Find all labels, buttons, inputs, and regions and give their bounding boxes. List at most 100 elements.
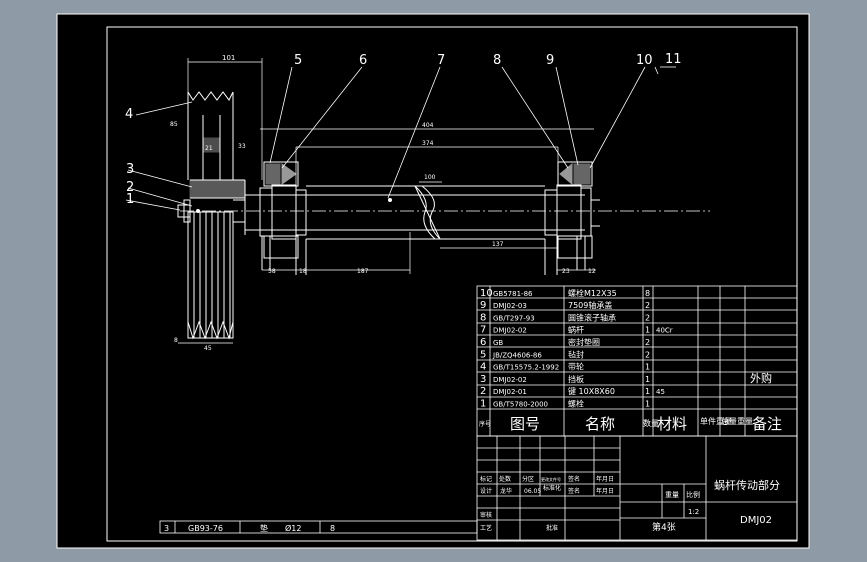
bom-cell-no: 8 bbox=[480, 312, 486, 323]
bom-header-seq: 序号 bbox=[479, 420, 491, 428]
bom-cell-no: 3 bbox=[480, 374, 486, 385]
bom-header-total-weight: 总量重量 bbox=[721, 416, 753, 426]
balloon-8: 8 bbox=[493, 53, 501, 68]
balloon-10: 10 bbox=[636, 53, 653, 68]
bom-cell-code: GB bbox=[493, 339, 503, 347]
drawing-frame bbox=[106, 26, 798, 542]
bom-cell-code: DMJ02-02 bbox=[493, 327, 527, 335]
dim-58: 58 bbox=[268, 268, 276, 275]
tb-count: 处数 bbox=[499, 475, 511, 483]
dim-404: 404 bbox=[422, 122, 434, 129]
balloon-4: 4 bbox=[125, 107, 133, 122]
bottom-row-qty: 8 bbox=[330, 524, 335, 533]
bom-cell-code: DMJ02-01 bbox=[493, 388, 527, 396]
tb-title: 蜗杆传动部分 bbox=[714, 478, 780, 492]
bom-cell-no: 6 bbox=[480, 337, 486, 348]
bom-table-grid bbox=[476, 285, 798, 437]
shaft-center-point bbox=[388, 198, 392, 202]
balloon-9: 9 bbox=[546, 53, 554, 68]
bom-cell-code: GB/T15575.2-1992 bbox=[493, 364, 559, 372]
tb-std: 标准化 bbox=[543, 484, 561, 492]
bom-cell-no: 10 bbox=[480, 288, 493, 299]
dim-8: 8 bbox=[174, 337, 178, 344]
bom-cell-material: 45 bbox=[656, 388, 665, 396]
dim-21: 21 bbox=[205, 145, 213, 152]
dim-12: 12 bbox=[588, 268, 596, 275]
tb-design: 设计 bbox=[480, 487, 492, 495]
tb-process: 工艺 bbox=[480, 524, 492, 532]
bom-cell-qty: 1 bbox=[645, 326, 650, 335]
bom-cell-no: 5 bbox=[480, 349, 486, 360]
balloon-1: 1 bbox=[126, 192, 134, 207]
bom-cell-code: GB5781-86 bbox=[493, 290, 533, 298]
tb-weight: 重量 bbox=[665, 491, 679, 499]
dim-45: 45 bbox=[204, 345, 212, 352]
bom-cell-note: 外购 bbox=[750, 371, 772, 385]
bom-cell-qty: 1 bbox=[645, 375, 650, 384]
tb-scale: 1:2 bbox=[688, 508, 699, 516]
left-bearing-seal bbox=[263, 161, 299, 259]
tb-sign: 签名 bbox=[568, 475, 580, 483]
tb-review: 审核 bbox=[480, 511, 492, 519]
pulley-center-point bbox=[196, 209, 200, 213]
bottom-row-code: GB93-76 bbox=[188, 524, 223, 533]
bom-cell-material: 40Cr bbox=[656, 327, 673, 335]
bom-cell-no: 1 bbox=[480, 399, 486, 410]
bom-cell-qty: 2 bbox=[645, 301, 650, 310]
tb-zone: 分区 bbox=[522, 475, 534, 483]
sheet-background bbox=[56, 13, 810, 549]
tb-sheet: 第4张 bbox=[652, 521, 676, 533]
bom-cell-code: DMJ02-03 bbox=[493, 302, 527, 310]
balloon-5: 5 bbox=[294, 53, 302, 68]
bom-cell-no: 2 bbox=[480, 386, 486, 397]
bom-cell-name: 带轮 bbox=[568, 362, 584, 372]
bom-cell-name: 毡封 bbox=[568, 349, 584, 359]
dim-23: 23 bbox=[562, 268, 570, 275]
bottom-row-spec: Ø12 bbox=[285, 523, 301, 533]
dim-33: 33 bbox=[238, 143, 246, 150]
bom-cell-name: 螺栓M12X35 bbox=[568, 288, 617, 298]
bom-header-qty: 数量 bbox=[643, 418, 659, 428]
title-block-grid bbox=[476, 435, 798, 541]
bom-cell-name: 螺栓 bbox=[568, 399, 584, 409]
tb-sign2: 签名 bbox=[568, 487, 580, 495]
balloon-leaders bbox=[125, 66, 676, 211]
tb-date2: 年月日 bbox=[596, 487, 614, 495]
bom-cell-no: 4 bbox=[480, 362, 486, 373]
bom-cell-code: GB/T297-93 bbox=[493, 314, 535, 322]
bom-cell-qty: 2 bbox=[645, 338, 650, 347]
bom-cell-name: 圆锥滚子轴承 bbox=[568, 312, 616, 322]
bom-cell-name: 密封垫圈 bbox=[568, 337, 600, 347]
tb-designer: 龙华 bbox=[500, 487, 512, 495]
bom-cell-name: 键 10X8X60 bbox=[568, 386, 615, 396]
pulley-assembly bbox=[177, 91, 246, 340]
bom-cell-code: JB/ZQ4606-86 bbox=[492, 351, 542, 359]
tb-stamp: 06.05 bbox=[524, 488, 541, 495]
balloon-6: 6 bbox=[359, 53, 367, 68]
bom-cell-qty: 1 bbox=[645, 400, 650, 409]
bom-cell-no: 7 bbox=[480, 325, 486, 336]
bottom-row-grid bbox=[159, 520, 478, 534]
balloon-2: 2 bbox=[126, 180, 134, 195]
tb-date: 年月日 bbox=[596, 475, 614, 483]
bom-cell-name: 7509轴承盖 bbox=[568, 300, 612, 310]
bom-header-note: 备注 bbox=[752, 415, 782, 433]
bom-cell-qty: 2 bbox=[645, 350, 650, 359]
dim-100: 100 bbox=[424, 174, 436, 181]
bottom-row-no: 3 bbox=[164, 524, 169, 533]
dim-101: 101 bbox=[222, 54, 235, 62]
bom-cell-qty: 8 bbox=[645, 289, 650, 298]
dim-374: 374 bbox=[422, 140, 434, 147]
dim-85: 85 bbox=[170, 121, 178, 128]
tb-mark: 标记 bbox=[480, 475, 492, 483]
bom-header-code: 图号 bbox=[510, 415, 540, 433]
tb-doc: 更改文件号 bbox=[541, 476, 561, 482]
balloon-7: 7 bbox=[437, 53, 445, 68]
bom-cell-qty: 1 bbox=[645, 387, 650, 396]
dim-137-right: 137 bbox=[492, 241, 504, 248]
dim-187: 187 bbox=[357, 268, 369, 275]
bom-cell-no: 9 bbox=[480, 300, 486, 311]
bom-cell-qty: 2 bbox=[645, 313, 650, 322]
bom-header-material: 材料 bbox=[657, 415, 687, 433]
